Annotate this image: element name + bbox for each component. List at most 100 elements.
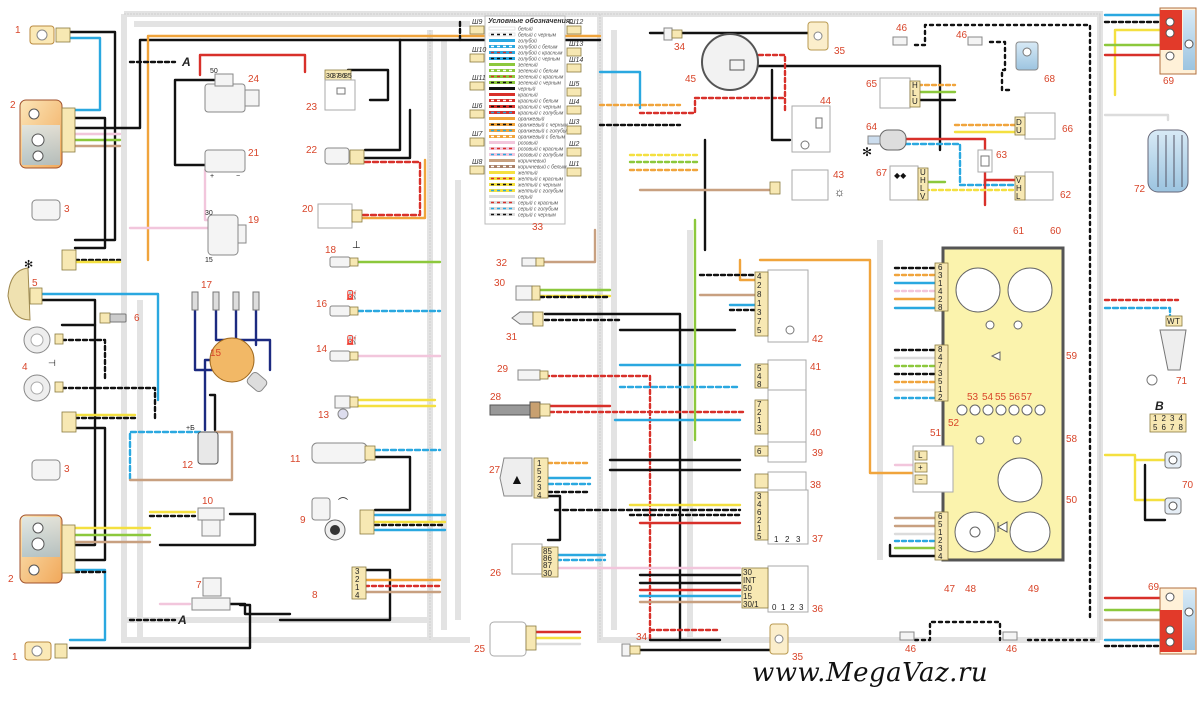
- label-35-bottom: 35: [792, 652, 804, 663]
- svg-text:2: 2: [790, 603, 795, 612]
- label-64: 64: [866, 122, 878, 133]
- label-6: 6: [134, 313, 140, 324]
- connector-block: Ш4: [566, 99, 582, 115]
- legend-label: голубой: [518, 38, 537, 45]
- legend-swatch: [489, 141, 515, 144]
- svg-text:86: 86: [338, 73, 346, 80]
- connector-block-left: [61, 411, 77, 433]
- legend-entry: розовый: [489, 140, 538, 147]
- legend-swatch: [489, 123, 515, 126]
- component-32-switch: 32: [496, 257, 545, 269]
- component-69-tail-lamp-top: 69: [1159, 7, 1197, 87]
- component-11-solenoid: 11: [290, 442, 376, 465]
- label-34-bottom: 34: [636, 632, 648, 643]
- component-15-distributor: 15: [209, 337, 268, 393]
- svg-text:86: 86: [543, 554, 552, 563]
- legend-entry: красный с черным: [489, 104, 561, 111]
- svg-text:46: 46: [905, 644, 917, 655]
- legend-entry: серый: [489, 194, 533, 201]
- legend-entry: оранжевый с голубым: [489, 128, 571, 135]
- legend-entry: зеленый с черным: [489, 80, 562, 87]
- connector-block: Ш5: [566, 81, 582, 97]
- legend-entry: розовый с красным: [489, 146, 564, 153]
- label-72: 72: [1134, 184, 1146, 195]
- legend-label: белый с черным: [518, 32, 557, 39]
- label-32: 32: [496, 258, 508, 269]
- legend-entry: оранжевый с белым: [489, 134, 566, 141]
- connector-block: Ш12: [566, 19, 583, 35]
- pin-label: 7: [938, 361, 943, 370]
- label-67: 67: [876, 168, 888, 179]
- label-47: 47: [944, 584, 956, 595]
- svg-text:Ш11: Ш11: [472, 75, 486, 82]
- pin-label: 2: [757, 408, 762, 417]
- legend-entry: красный: [489, 92, 538, 99]
- pin-label: 2: [757, 516, 762, 525]
- svg-text:4: 4: [537, 491, 542, 500]
- legend-entry: серый с черным: [489, 212, 556, 219]
- component-44-relay: 44: [791, 96, 832, 153]
- connector-block: Ш13: [566, 41, 583, 57]
- marker-a-bottom: A: [177, 613, 187, 627]
- component-34-door-switch-top: 34: [663, 27, 686, 53]
- svg-text:2: 2: [785, 535, 790, 544]
- legend-label: желтый с голубым: [517, 188, 564, 195]
- svg-text:2: 2: [355, 575, 360, 584]
- label-3-bottom: 3: [64, 464, 70, 475]
- pin-label: 4: [757, 500, 762, 509]
- legend-swatch: [489, 75, 515, 78]
- svg-text:U: U: [920, 168, 926, 177]
- pin-label: 2: [938, 295, 943, 304]
- component-38-switch: 38: [754, 471, 822, 493]
- wiper-icon: ⌒: [338, 497, 348, 509]
- component-28-sensor: 28: [489, 392, 551, 419]
- warning-lamp: [969, 404, 981, 416]
- svg-text:Ш3: Ш3: [569, 119, 579, 126]
- svg-text:46: 46: [896, 23, 908, 34]
- svg-text:L: L: [918, 451, 923, 460]
- legend-swatch: [489, 159, 515, 162]
- label-31: 31: [506, 332, 518, 343]
- svg-text:1: 1: [1153, 414, 1158, 423]
- svg-text:1: 1: [537, 459, 542, 468]
- pin-label: 4: [757, 272, 762, 281]
- component-67-switch: U H L V 67 ◆◆: [876, 165, 929, 201]
- component-2-headlamp-top: 2: [10, 99, 76, 169]
- component-6-switch: 6: [99, 312, 140, 324]
- label-62: 62: [1060, 190, 1072, 201]
- component-25-controller: 25: [474, 621, 537, 657]
- pin-label: 8: [757, 380, 762, 389]
- wires: [36, 13, 1180, 652]
- connector-block: Ш8: [469, 159, 485, 175]
- svg-text:V: V: [920, 192, 926, 201]
- legend-entry: зеленый: [489, 62, 538, 69]
- component-18-temperature-sensor: 18 ⊥: [325, 240, 361, 268]
- component-63-resistor: 63: [977, 149, 1008, 173]
- label-23: 23: [306, 102, 318, 113]
- component-30-sensor: 30: [494, 278, 541, 301]
- pin-label: 1: [938, 528, 943, 537]
- legend-label: черный: [518, 86, 536, 93]
- component-17-spark-plugs: 17: [191, 280, 260, 311]
- component-1-side-repeater-bottom: 1: [12, 641, 68, 663]
- svg-text:3: 3: [1170, 414, 1175, 423]
- legend-label: оранжевый с черным: [518, 122, 568, 129]
- legend-swatch: [489, 135, 515, 138]
- svg-text:6: 6: [1162, 423, 1167, 432]
- label-37: 37: [812, 534, 824, 545]
- pin-label: 3: [757, 424, 762, 433]
- connector-block: Ш3: [566, 119, 582, 135]
- legend-swatch: [489, 45, 515, 48]
- legend-swatch: [489, 177, 515, 180]
- legend-swatch: [489, 69, 515, 72]
- legend-entry: серый с красным: [489, 200, 559, 207]
- svg-text:2: 2: [1162, 414, 1167, 423]
- legend-entry: оранжевый с черным: [489, 122, 568, 129]
- legend-title: Условные обозначения:: [488, 17, 572, 25]
- svg-text:Ш1: Ш1: [569, 161, 579, 168]
- legend-entry: голубой: [489, 38, 537, 45]
- label-30: 30: [494, 278, 506, 289]
- legend-swatch: [489, 93, 515, 96]
- component-3-washer-top: 3: [31, 199, 77, 271]
